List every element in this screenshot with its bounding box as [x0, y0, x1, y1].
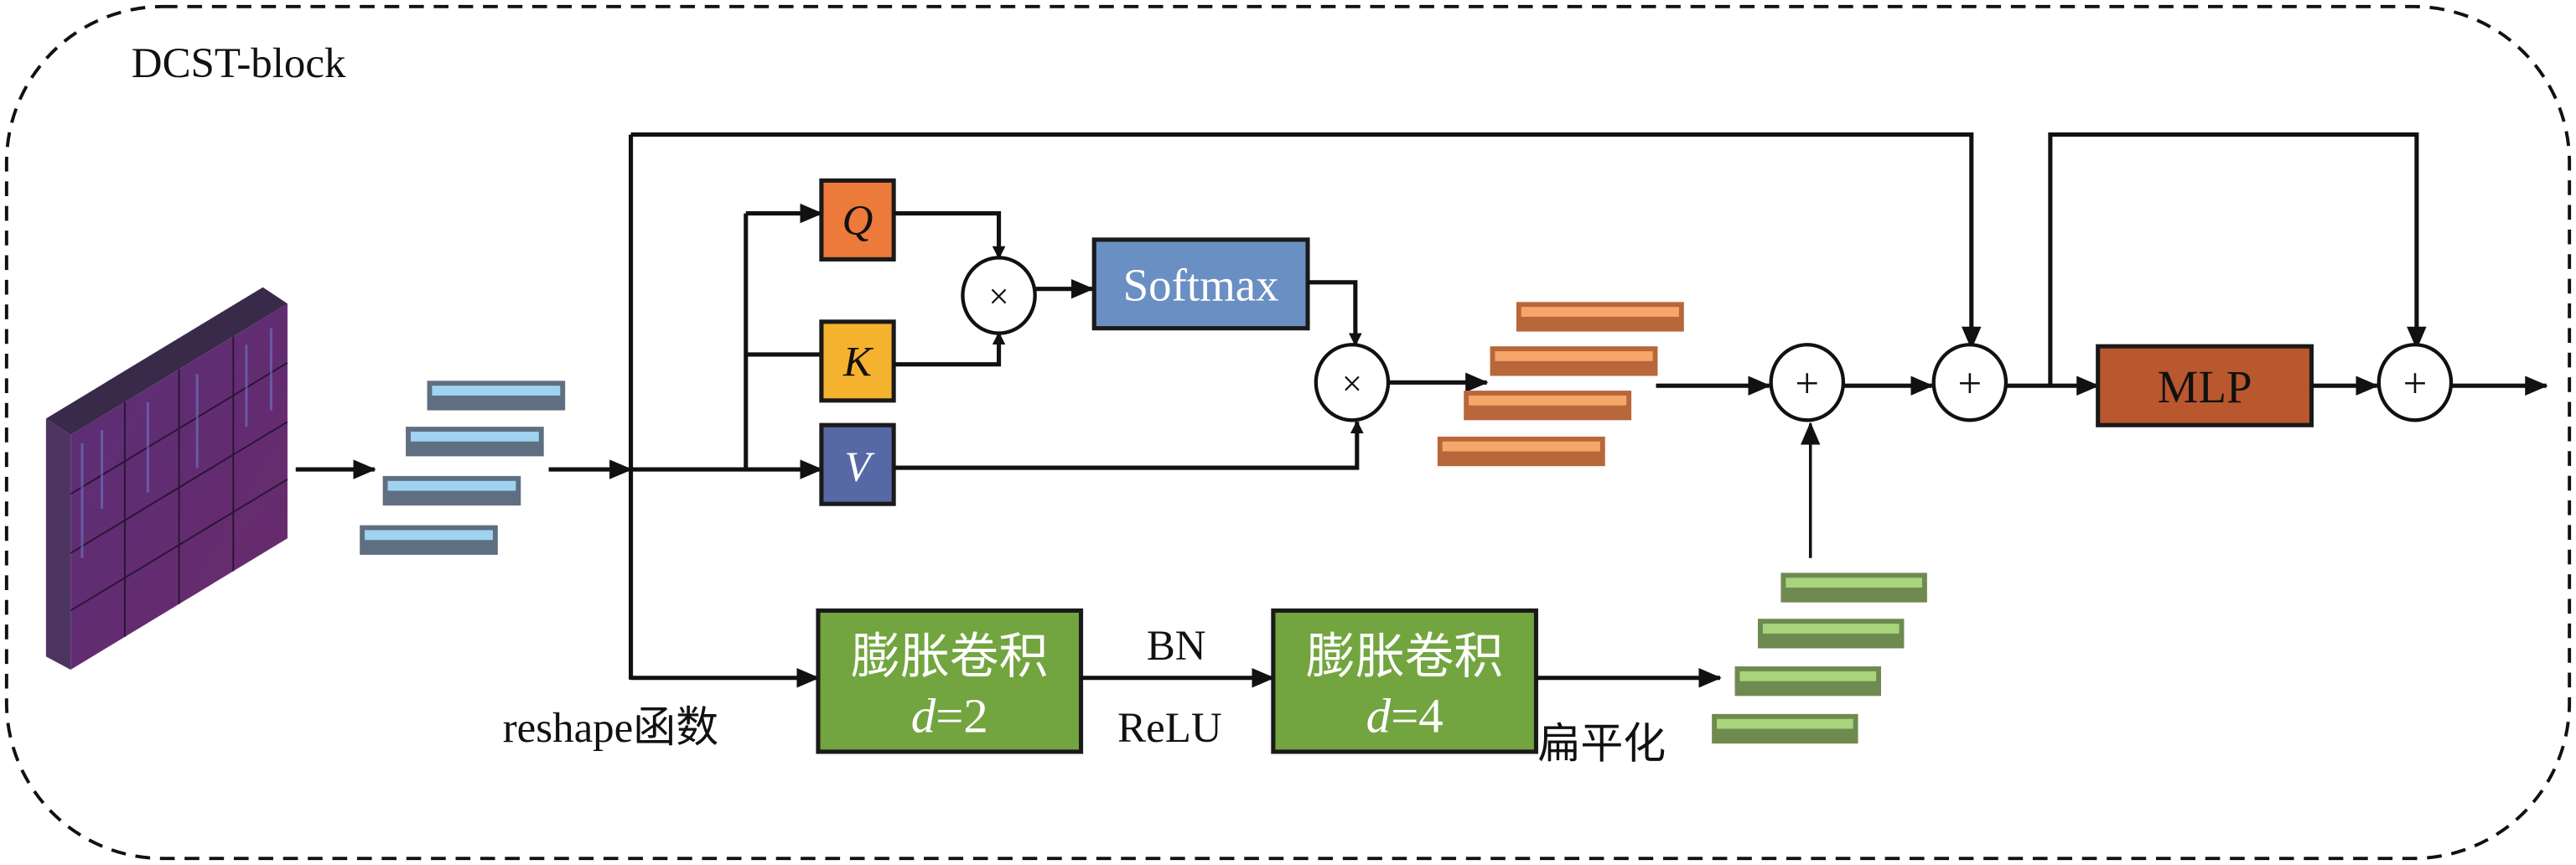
- token: [1780, 572, 1927, 603]
- multiply-operator-1: ×: [961, 256, 1037, 335]
- param-value: =2: [936, 688, 988, 743]
- multiply-operator-2: ×: [1314, 343, 1391, 422]
- add-symbol: +: [1957, 360, 1982, 407]
- token: [1734, 666, 1881, 697]
- arrow-k-to-multiply: [894, 331, 1006, 367]
- arrow-softmax-to-multiply: [1308, 280, 1362, 347]
- residual-connection-2: [2048, 132, 2427, 386]
- input-tokens: [360, 381, 566, 555]
- q-label: Q: [842, 198, 873, 245]
- k-node[interactable]: K: [819, 319, 896, 403]
- token: [1490, 346, 1658, 376]
- q-box: [819, 178, 896, 262]
- token: [360, 525, 498, 555]
- v-label: V: [844, 444, 874, 491]
- param-var: d: [1366, 688, 1392, 743]
- flatten-label: 扁平化: [1537, 722, 1666, 769]
- dilated-conv-2-label: 膨胀卷积: [1306, 629, 1503, 684]
- token: [1712, 713, 1858, 744]
- dilated-conv-2-param: d=4: [1366, 688, 1443, 743]
- add-operator-3: +: [2376, 343, 2454, 422]
- add-symbol: +: [1795, 360, 1819, 407]
- residual-connection-1: [630, 132, 1982, 350]
- token: [1464, 391, 1632, 421]
- arrow-to-dilated-conv-1: [629, 668, 820, 688]
- bn-label: BN: [1147, 623, 1206, 670]
- token: [1437, 436, 1605, 467]
- k-label: K: [842, 339, 874, 386]
- add-symbol: +: [2403, 360, 2428, 407]
- mlp-label: MLP: [2158, 361, 2252, 412]
- dilated-conv-1-label: 膨胀卷积: [851, 629, 1048, 684]
- dilated-conv-2-box: [1271, 608, 1538, 754]
- conv-tokens: [1712, 572, 1927, 744]
- v-box: [819, 422, 896, 506]
- mlp-node[interactable]: MLP: [2096, 344, 2314, 427]
- v-node[interactable]: V: [819, 422, 896, 506]
- dilated-conv-1-box: [816, 608, 1084, 754]
- block-frame: [4, 4, 2572, 861]
- mlp-box: [2096, 344, 2314, 427]
- q-node[interactable]: Q: [819, 178, 896, 262]
- token: [427, 381, 566, 411]
- token: [1758, 619, 1905, 649]
- dilated-conv-2-node[interactable]: 膨胀卷积 d=4: [1271, 608, 1538, 754]
- dilated-conv-1-node[interactable]: 膨胀卷积 d=2: [816, 608, 1084, 754]
- softmax-label: Softmax: [1123, 259, 1279, 310]
- add-operator-2: +: [1931, 343, 2008, 422]
- block-title: DCST-block: [132, 40, 346, 87]
- reshape-label: reshape函数: [503, 705, 718, 752]
- relu-label: ReLU: [1117, 705, 1222, 752]
- add-operator-1: +: [1769, 343, 1846, 422]
- multiply-symbol: ×: [1342, 365, 1362, 404]
- token: [1516, 302, 1684, 332]
- param-value: =4: [1391, 688, 1443, 743]
- multiply-symbol: ×: [988, 277, 1008, 317]
- arrow-v-to-multiply: [894, 420, 1364, 470]
- attention-tokens: [1437, 302, 1684, 467]
- param-var: d: [911, 688, 936, 743]
- softmax-node[interactable]: Softmax: [1091, 237, 1310, 331]
- token: [382, 475, 521, 506]
- dilated-conv-1-param: d=2: [911, 688, 988, 743]
- token: [406, 427, 544, 457]
- arrow-q-to-multiply: [894, 211, 1006, 260]
- input-feature-map: [45, 287, 288, 670]
- k-box: [819, 319, 896, 403]
